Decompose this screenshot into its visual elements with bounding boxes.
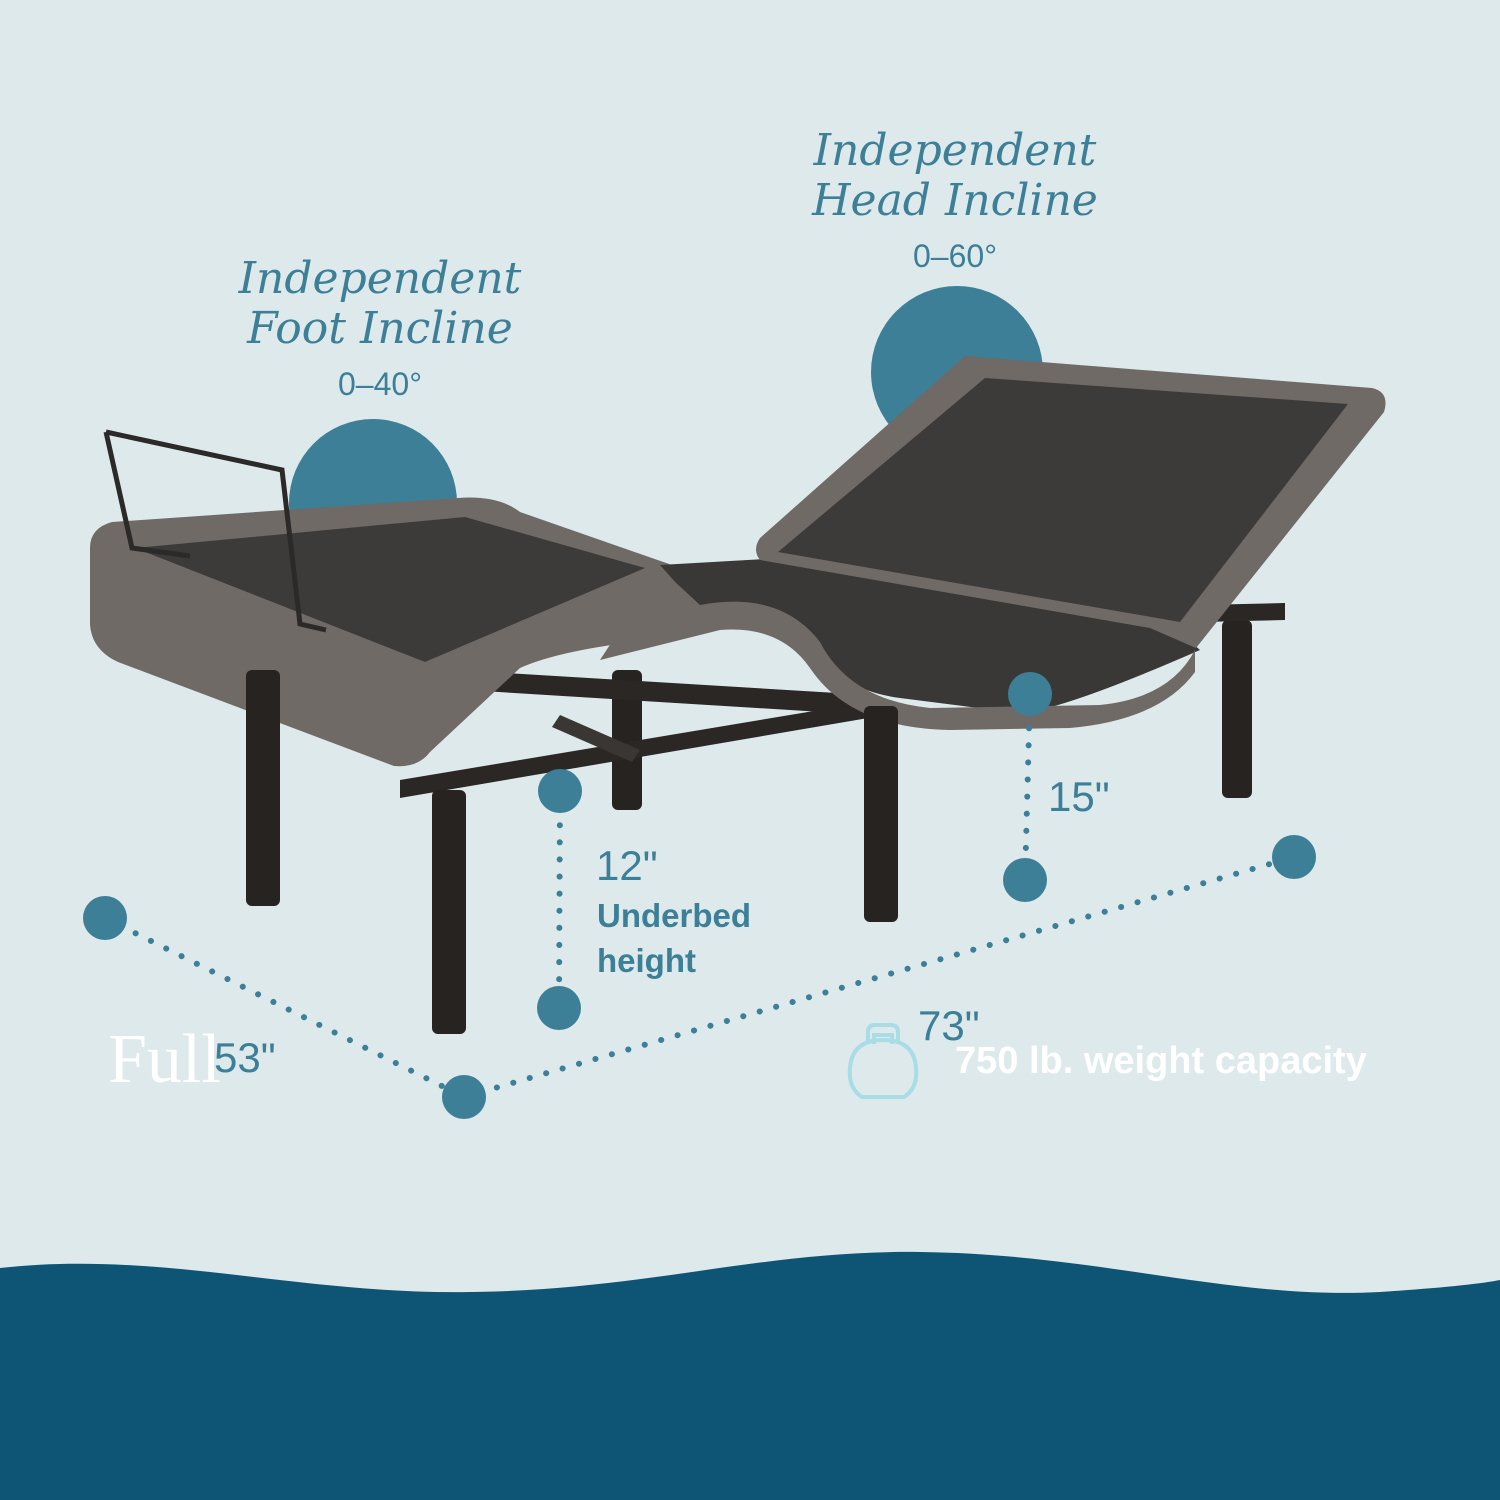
height-label: 15" xyxy=(1048,773,1110,820)
height-bottom-dot xyxy=(1003,858,1047,902)
head-incline-title-line2: Head Incline xyxy=(812,175,1098,226)
foot-incline-range: 0–40° xyxy=(338,366,422,402)
underbed-height-label: Underbed height xyxy=(597,893,751,983)
head-incline-title: Independent Head Incline xyxy=(800,126,1110,226)
dimension-lines xyxy=(102,691,1297,1100)
underbed-label-line1: Underbed xyxy=(597,897,752,934)
width-label: 53" xyxy=(214,1034,276,1081)
length-label: 73" xyxy=(918,1002,980,1049)
foot-incline-title-line1: Independent xyxy=(238,253,522,304)
head-incline-title-line1: Independent xyxy=(813,125,1097,176)
dimension-markers xyxy=(83,672,1316,1119)
length-end-dot xyxy=(1272,835,1316,879)
bed-size-label: Full xyxy=(108,1021,221,1098)
weight-capacity-label: 750 lb. weight capacity xyxy=(955,1040,1367,1082)
adjustable-bed-base xyxy=(90,356,1386,1034)
head-incline-range: 0–60° xyxy=(913,238,997,274)
footer-band xyxy=(0,1251,1500,1500)
underbed-label-line2: height xyxy=(597,942,696,979)
kettlebell-icon xyxy=(847,1023,919,1099)
foot-incline-title: Independent Foot Incline xyxy=(230,254,530,354)
underbed-height-value: 12" xyxy=(596,842,658,889)
underbed-bottom-dot xyxy=(537,986,581,1030)
foot-incline-title-line2: Foot Incline xyxy=(247,303,513,354)
